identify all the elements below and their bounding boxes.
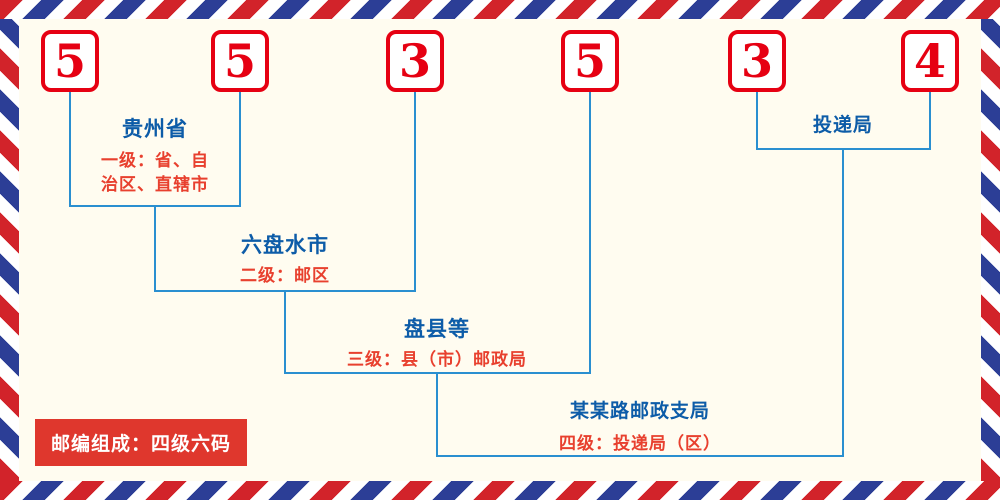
level2-desc: 二级：邮区 bbox=[240, 266, 330, 285]
connector-level2-drop-vline bbox=[284, 290, 286, 372]
digit-box-1: 5 bbox=[41, 30, 99, 92]
level3-desc: 三级：县（市）邮政局 bbox=[347, 350, 527, 369]
digit-box-2: 5 bbox=[211, 30, 269, 92]
connector-level1-drop-vline bbox=[154, 205, 156, 290]
digit-3: 3 bbox=[398, 34, 431, 88]
digit-6: 4 bbox=[913, 34, 946, 88]
level1-title: 贵州省 bbox=[122, 118, 188, 141]
level4-title: 某某路邮政支局 bbox=[569, 401, 710, 422]
level1-desc-line2: 治区、直辖市 bbox=[101, 175, 209, 194]
digit-box-5: 3 bbox=[728, 30, 786, 92]
digit-box-3: 3 bbox=[386, 30, 444, 92]
delivery-title: 投递局 bbox=[812, 115, 873, 136]
digit-2: 5 bbox=[223, 34, 256, 88]
level1-desc-line1: 一级：省、自 bbox=[101, 151, 209, 170]
composition-badge: 邮编组成：四级六码 bbox=[35, 419, 248, 466]
connector-digit1-vline bbox=[69, 92, 71, 205]
digit-box-4: 5 bbox=[561, 30, 619, 92]
digit-4: 5 bbox=[573, 34, 606, 88]
connector-digit5-vline bbox=[756, 92, 758, 148]
airmail-border-bottom bbox=[0, 481, 1000, 500]
connector-digit4-vline bbox=[589, 92, 591, 372]
connector-delivery-hline bbox=[756, 148, 931, 150]
level2-title: 六盘水市 bbox=[241, 234, 329, 257]
airmail-border-top bbox=[0, 0, 1000, 19]
connector-level3-drop-vline bbox=[436, 372, 438, 455]
digit-5: 3 bbox=[740, 34, 773, 88]
connector-digit6-vline bbox=[929, 92, 931, 148]
connector-digit3-vline bbox=[414, 92, 416, 290]
connector-delivery-drop-vline bbox=[842, 148, 844, 457]
digit-box-6: 4 bbox=[901, 30, 959, 92]
connector-digit2-vline bbox=[239, 92, 241, 205]
level3-title: 盘县等 bbox=[404, 318, 470, 341]
level4-desc: 四级：投递局（区） bbox=[559, 434, 721, 453]
connector-level4-hline bbox=[436, 455, 844, 457]
digit-1: 5 bbox=[53, 34, 86, 88]
airmail-border-left bbox=[0, 19, 19, 481]
airmail-border-right bbox=[981, 19, 1000, 481]
